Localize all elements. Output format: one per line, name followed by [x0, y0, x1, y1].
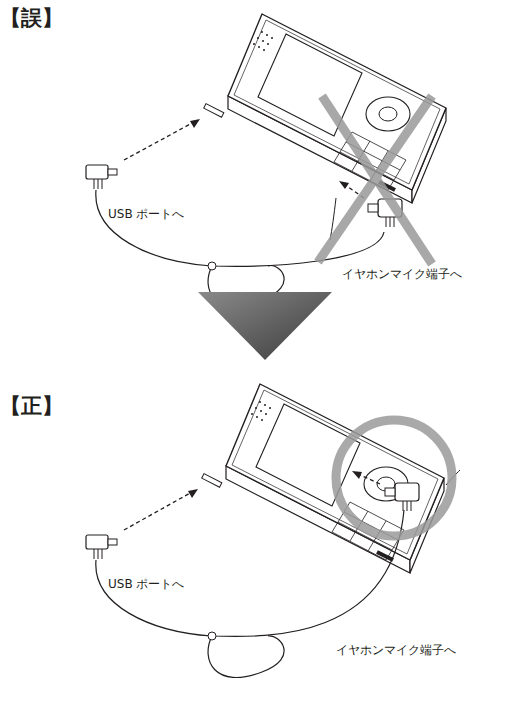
section-heading: 【正】: [0, 392, 63, 420]
section-heading: 【誤】: [0, 4, 63, 32]
connector-label: USB ポートへ: [108, 576, 184, 593]
connector-label: USB ポートへ: [108, 206, 184, 223]
connector-label: イヤホンマイク端子へ: [336, 642, 456, 659]
connector-label: イヤホンマイク端子へ: [342, 266, 462, 283]
